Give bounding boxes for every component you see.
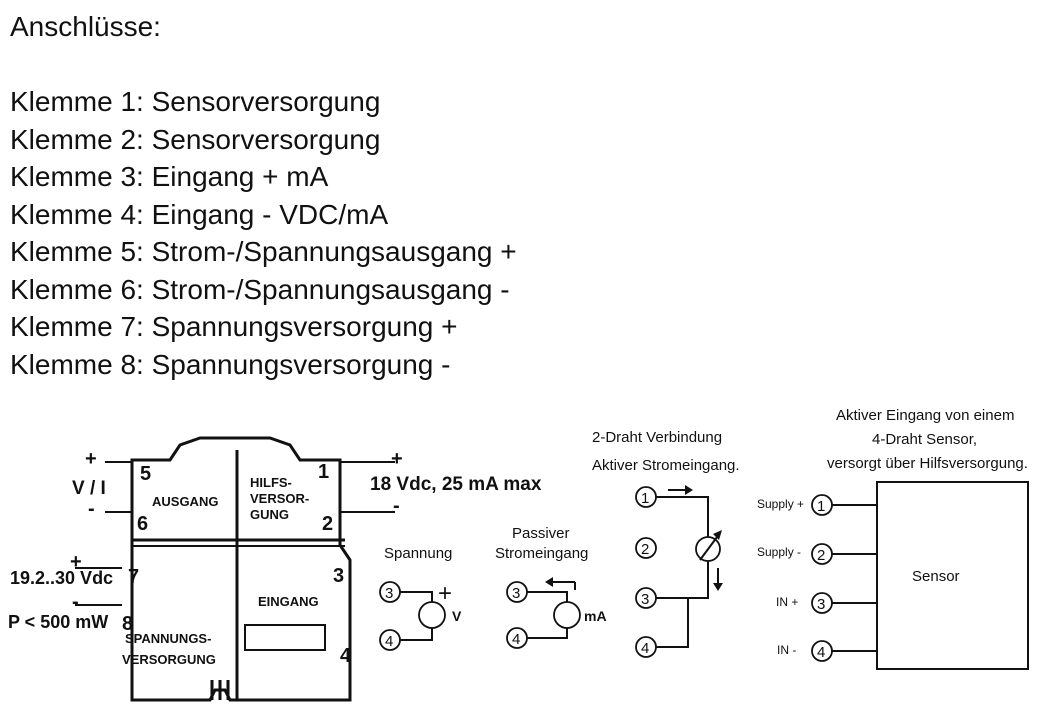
aktiv-title-3: versorgt über Hilfsversorgung. [827,455,1028,472]
terminal-3-number: 3 [333,565,344,587]
passiv-terminal-4: 4 [512,631,520,648]
spannung-title: Spannung [384,545,452,562]
aux-label: 18 Vdc, 25 mA max [370,474,542,495]
terminal-4-number: 4 [340,645,352,667]
aux-plus: + [391,448,403,470]
zweidraht-terminal-2: 2 [641,541,649,558]
passiv-title-2: Stromeingang [495,545,588,562]
zweidraht-title-1: 2-Draht Verbindung [592,429,722,446]
terminal-2-line: Klemme 2: Sensorversorgung [10,123,381,155]
heading: Anschlüsse: [10,11,161,42]
aktiv-terminal-3: 3 [817,596,825,613]
terminal-4-line: Klemme 4: Eingang - VDC/mA [10,198,389,230]
terminal-7-number: 7 [128,566,139,588]
terminal-1-line: Klemme 1: Sensorversorgung [10,86,381,117]
aktiv-terminal-2: 2 [817,547,825,564]
aktiv-label-supply-plus: Supply + [757,497,804,511]
aktiv-terminal-4: 4 [817,644,825,661]
spannung-unit: V [452,608,462,624]
zweidraht-circuit: 2-Draht Verbindung Aktiver Stromeingang.… [592,429,740,658]
power-label: 19.2..30 Vdc [10,568,113,588]
ausgang-label: AUSGANG [152,494,218,509]
out-label: V / I [72,478,106,499]
aktiv-title-1: Aktiver Eingang von einem [836,407,1014,424]
passiv-unit: mA [584,608,607,624]
aktiv-label-in-minus: IN - [777,643,796,657]
out-plus: + [85,448,97,470]
spannungs-label-2: VERSORGUNG [122,652,216,667]
hilfs-label-2: VERSOR- [250,491,309,506]
aktiv-label-supply-minus: Supply - [757,545,801,559]
hilfs-label-1: HILFS- [250,475,292,490]
eingang-label: EINGANG [258,594,319,609]
terminal-5-line: Klemme 5: Strom-/Spannungsausgang + [10,236,517,267]
sensor-label: Sensor [912,568,960,585]
terminal-3-line: Klemme 3: Eingang + mA [10,161,329,192]
terminal-8-number: 8 [122,613,133,635]
aktiv-terminal-1: 1 [817,498,825,515]
device-wires [75,461,395,606]
aux-minus: - [393,495,400,517]
out-minus: - [88,498,95,520]
terminal-6-number: 6 [137,513,148,535]
terminal-5-number: 5 [140,463,151,485]
power-limit: P < 500 mW [8,612,108,632]
spannung-circuit: Spannung 3 4 + V [379,545,462,651]
terminal-7-line: Klemme 7: Spannungsversorgung + [10,311,458,342]
aktiv-circuit: Aktiver Eingang von einem 4-Draht Sensor… [757,407,1029,670]
passiv-title-1: Passiver [512,525,570,542]
hilfs-label-3: GUNG [250,507,289,522]
device-housing [130,436,352,702]
connection-list: Anschlüsse: Klemme 1: Sensorversorgung K… [10,8,517,383]
zweidraht-terminal-4: 4 [641,640,649,657]
terminal-2-number: 2 [322,513,333,535]
terminal-6-line: Klemme 6: Strom-/Spannungsausgang - [10,273,510,305]
aktiv-title-2: 4-Draht Sensor, [872,431,977,448]
zweidraht-terminal-3: 3 [641,591,649,608]
zweidraht-terminal-1: 1 [641,490,649,507]
power-plus: + [70,551,82,573]
power-minus: - [72,591,79,613]
sensor-box [876,481,1029,670]
passiv-terminal-3: 3 [512,585,520,602]
zweidraht-title-2: Aktiver Stromeingang. [592,457,740,474]
spannung-plus: + [438,580,452,607]
spannung-terminal-3: 3 [385,585,393,602]
aktiv-label-in-plus: IN + [776,595,798,609]
terminal-1-number: 1 [318,461,329,483]
spannung-terminal-4: 4 [385,633,393,650]
passiv-circuit: Passiver Stromeingang 3 4 mA [495,525,607,649]
terminal-8-line: Klemme 8: Spannungsversorgung - [10,348,451,380]
spannungs-label-1: SPANNUNGS- [125,631,211,646]
device-labels: + V / I - + 18 Vdc, 25 mA max - + 19.2..… [8,448,542,667]
